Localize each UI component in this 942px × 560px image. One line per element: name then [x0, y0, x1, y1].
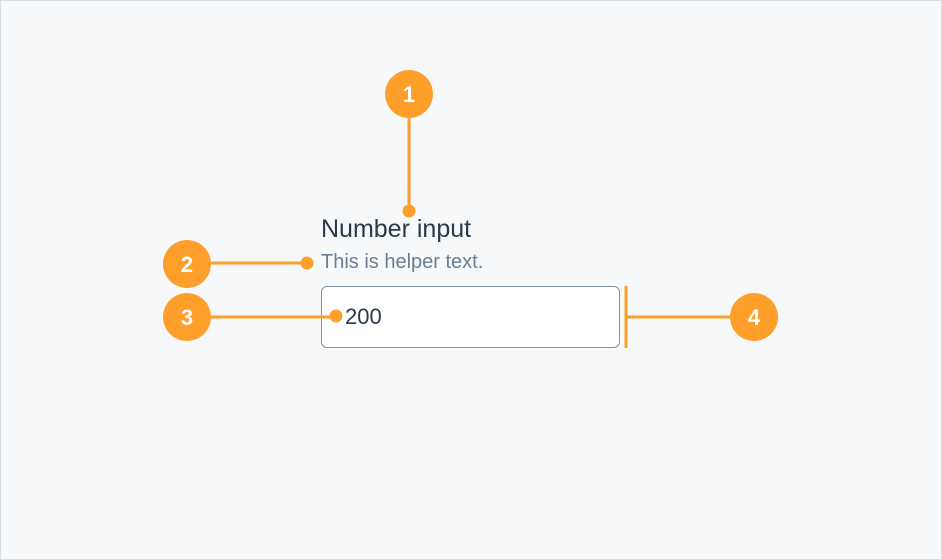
field-label: Number input — [321, 215, 472, 243]
helper-text: This is helper text. — [321, 251, 484, 273]
number-input[interactable] — [321, 286, 620, 348]
